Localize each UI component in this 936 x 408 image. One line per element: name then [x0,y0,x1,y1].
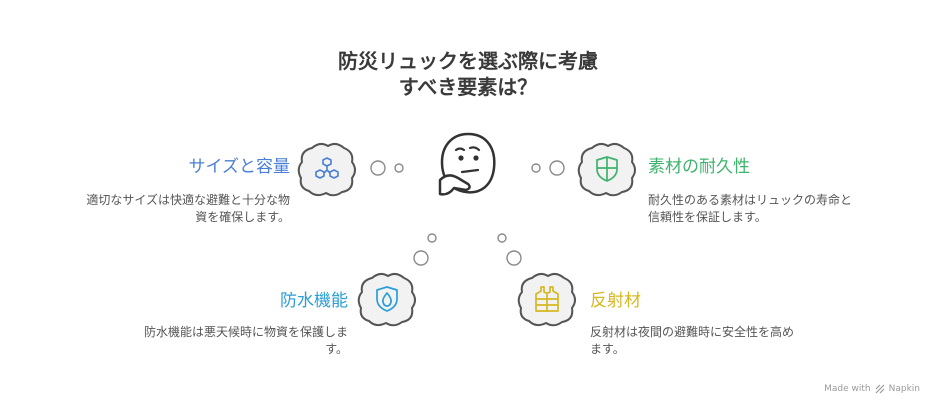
bubble-right-large [549,160,565,176]
item-durability-line-2: 信頼性を保証します。 [648,210,767,224]
thinking-face-icon [434,128,502,204]
bubble-lower-left-large [413,250,429,266]
napkin-logo-icon [875,384,885,394]
cloud-durability [576,138,638,200]
item-waterproof-description: 防水機能は悪天候時に物資を保護しま す。 [78,324,348,358]
item-size-capacity-line-1: 適切なサイズは快適な避難と十分な物 [86,193,290,207]
title-line-1: 防災リュックを選ぶ際に考慮 [338,49,598,73]
item-reflective-line-1: 反射材は夜間の避難時に安全性を高め [590,325,795,339]
footer-brand: Napkin [888,384,920,394]
cubes-network-icon [315,157,339,179]
item-durability-heading: 素材の耐久性 [648,157,750,177]
shield-icon [596,156,618,182]
bubble-left-large [370,160,386,176]
item-size-capacity-line-2: 資を確保します。 [195,210,290,224]
cloud-size-capacity [296,138,358,200]
cloud-waterproof [356,268,418,330]
safety-vest-icon [535,286,559,312]
water-drop-shield-icon [376,286,398,312]
item-waterproof-heading: 防水機能 [280,291,348,311]
item-reflective-line-2: ます。 [590,342,625,356]
bubble-lower-right-small [497,233,507,243]
footer-attribution: Made with Napkin [824,384,920,394]
item-reflective-heading: 反射材 [590,291,641,311]
item-size-capacity-heading: サイズと容量 [188,157,291,177]
item-durability-line-1: 耐久性のある素材はリュックの寿命と [648,193,853,207]
footer-prefix: Made with [824,384,871,394]
item-reflective-description: 反射材は夜間の避難時に安全性を高め ます。 [590,324,860,358]
cloud-reflective [516,268,578,330]
title-line-2: すべき要素は？ [398,75,538,99]
bubble-lower-right-large [506,250,522,266]
item-waterproof-line-1: 防水機能は悪天候時に物資を保護しま [143,325,348,339]
item-durability-description: 耐久性のある素材はリュックの寿命と 信頼性を保証します。 [648,192,918,226]
item-waterproof-line-2: す。 [325,342,348,356]
bubble-left-small [394,163,404,173]
page-title: 防災リュックを選ぶ際に考慮 すべき要素は？ [268,48,668,100]
bubble-right-small [531,163,541,173]
item-size-capacity-description: 適切なサイズは快適な避難と十分な物 資を確保します。 [20,192,290,226]
bubble-lower-left-small [427,233,437,243]
